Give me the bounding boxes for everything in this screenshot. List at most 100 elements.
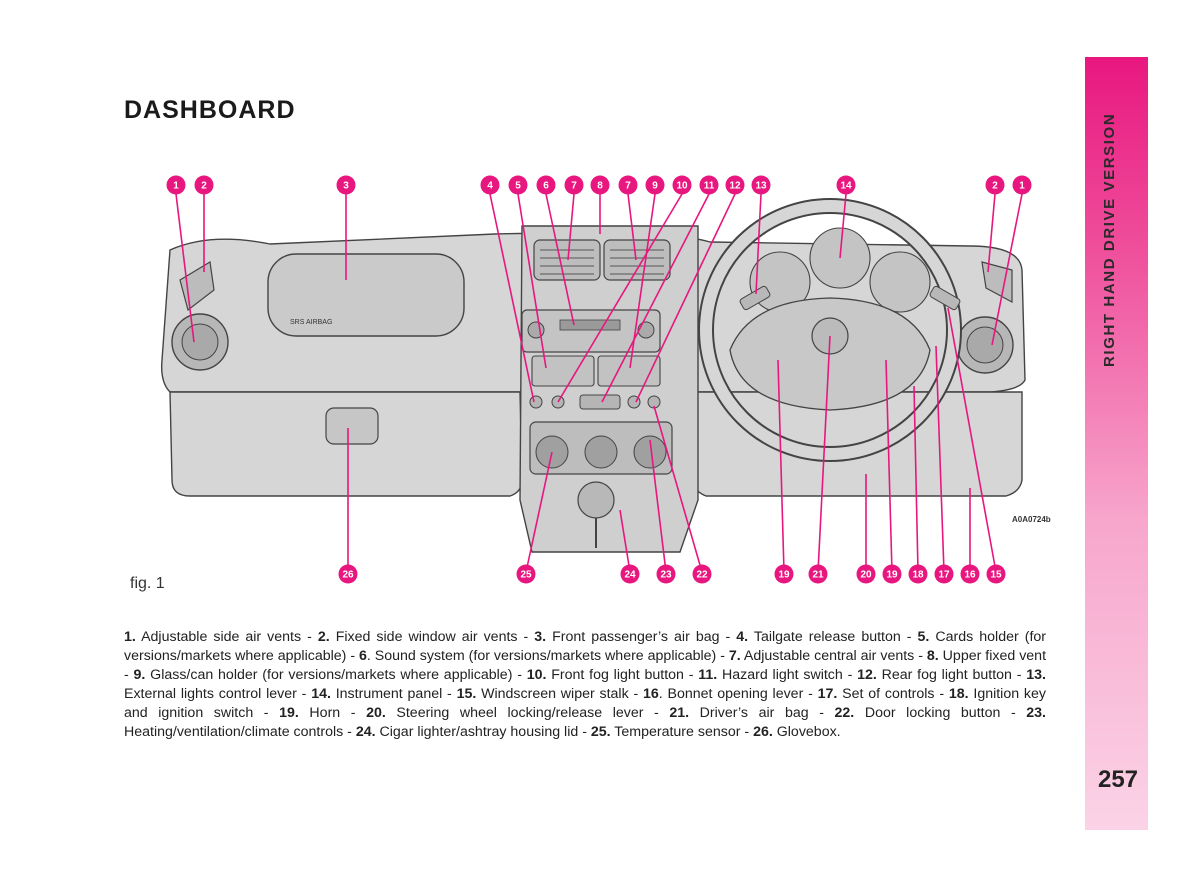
legend-number: 2. [317,629,330,645]
callout-number-14: 14 [840,181,852,192]
callout-badge-18 [908,564,928,584]
legend-description: Instrument panel - [330,686,457,702]
callout-number-10: 10 [676,181,688,192]
legend-number: 9. [133,667,146,683]
callout-badge-11 [699,175,719,195]
page-number: 257 [1097,766,1139,793]
airbag-label: SRS AIRBAG [290,319,332,326]
legend-number: 13. [1026,667,1046,683]
callout-badge-3 [336,175,356,195]
legend-number: 22. [834,705,855,721]
legend-description: Adjustable central air vents - [740,648,927,664]
dashboard-diagram: SRS AIRBAG A0A0724 [160,175,1051,584]
callout-number-19: 19 [778,570,790,581]
callout-badge-7 [564,175,584,195]
legend-description: Horn - [298,705,367,721]
wiper-stalk [929,285,961,311]
callout-badge-5 [508,175,528,195]
legend-number: 15. [456,686,477,702]
legend-description: Fixed side window air vents - [329,629,535,645]
legend-number: 24. [355,724,376,740]
callout-badge-19 [774,564,794,584]
callout-number-20: 20 [860,570,872,581]
sound-system [521,309,661,353]
legend-number: 6 [359,648,367,664]
legend-description: Driver’s air bag - [689,705,835,721]
legend-number: 16 [642,686,659,702]
legend-description: Cigar lighter/ashtray housing lid - [375,724,591,740]
callout-number-8: 8 [597,181,603,192]
callout-badge-1 [166,175,186,195]
callout-number-19: 19 [886,570,898,581]
callout-number-18: 18 [912,570,924,581]
legend-description: Front fog light button - [546,667,699,683]
legend-number: 3. [534,629,547,645]
legend-description: Hazard light switch - [717,667,858,683]
image-code: A0A0724b [1012,515,1051,524]
callout-badge-22 [692,564,712,584]
callout-badge-26 [338,564,358,584]
side-tab [1085,57,1148,830]
legend-number: 4. [736,629,749,645]
callout-badge-1 [1012,175,1032,195]
legend-number: 1. [124,629,136,645]
callout-badge-19 [882,564,902,584]
callout-number-1: 1 [173,181,179,192]
legend-description: Glass/can holder (for versions/markets w… [145,667,527,683]
legend-number: 11. [698,667,718,683]
legend-number: 25. [590,724,611,740]
cards-holder [531,355,595,387]
passenger-airbag [267,253,465,337]
callout-badge-23 [656,564,676,584]
callout-number-13: 13 [755,181,767,192]
callout-number-1: 1 [1019,181,1025,192]
callout-number-5: 5 [515,181,521,192]
legend-description: Adjustable side air vents - [135,629,318,645]
legend-description: External lights control lever - [124,686,312,702]
callout-badge-4 [480,175,500,195]
legend-number: 20. [366,705,386,721]
callout-number-2: 2 [992,181,998,192]
legend-number: 7. [728,648,741,664]
callout-badge-12 [725,175,745,195]
legend-description: Door locking button - [854,705,1027,721]
callout-number-11: 11 [704,181,715,192]
legend-number: 19. [279,705,299,721]
right-window-vent [981,261,1013,304]
callout-number-7: 7 [571,181,577,192]
legend-number: 8. [926,648,939,664]
callout-badge-6 [536,175,556,195]
legend-number: 12. [857,667,877,683]
callout-number-3: 3 [343,181,349,192]
callout-number-9: 9 [652,181,658,192]
callout-number-23: 23 [660,570,672,581]
legend-description: Upper fixed vent - [124,648,1047,683]
legend-description: Rear fog light button - [876,667,1027,683]
callout-badge-9 [645,175,665,195]
callout-number-15: 15 [990,570,1002,581]
page-title: DASHBOARD [124,96,296,124]
figure-caption: fig. 1 [130,575,165,592]
callout-badge-25 [516,564,536,584]
legend-number: 10. [526,667,547,683]
callout-badge-8 [590,175,610,195]
legend-description: Set of controls - [837,686,949,702]
legend-description: Ignition key and ignition switch - [124,686,1046,721]
legend: 1. Adjustable side air vents - 2. Fixed … [124,628,1046,742]
callout-number-7: 7 [625,181,631,192]
legend-number: 21. [669,705,690,721]
button-row [529,394,661,410]
callout-number-25: 25 [520,570,532,581]
callout-number-26: 26 [342,570,354,581]
callout-number-24: 24 [624,570,636,581]
callout-number-2: 2 [201,181,207,192]
legend-number: 18. [948,686,969,702]
callout-badge-17 [934,564,954,584]
callout-badge-7 [618,175,638,195]
callout-number-16: 16 [964,570,976,581]
legend-description: Front passenger’s air bag - [546,629,737,645]
legend-description: Glovebox. [772,724,841,740]
callout-number-12: 12 [729,181,741,192]
legend-number: 26. [753,724,773,740]
legend-description: Steering wheel locking/release lever - [385,705,670,721]
